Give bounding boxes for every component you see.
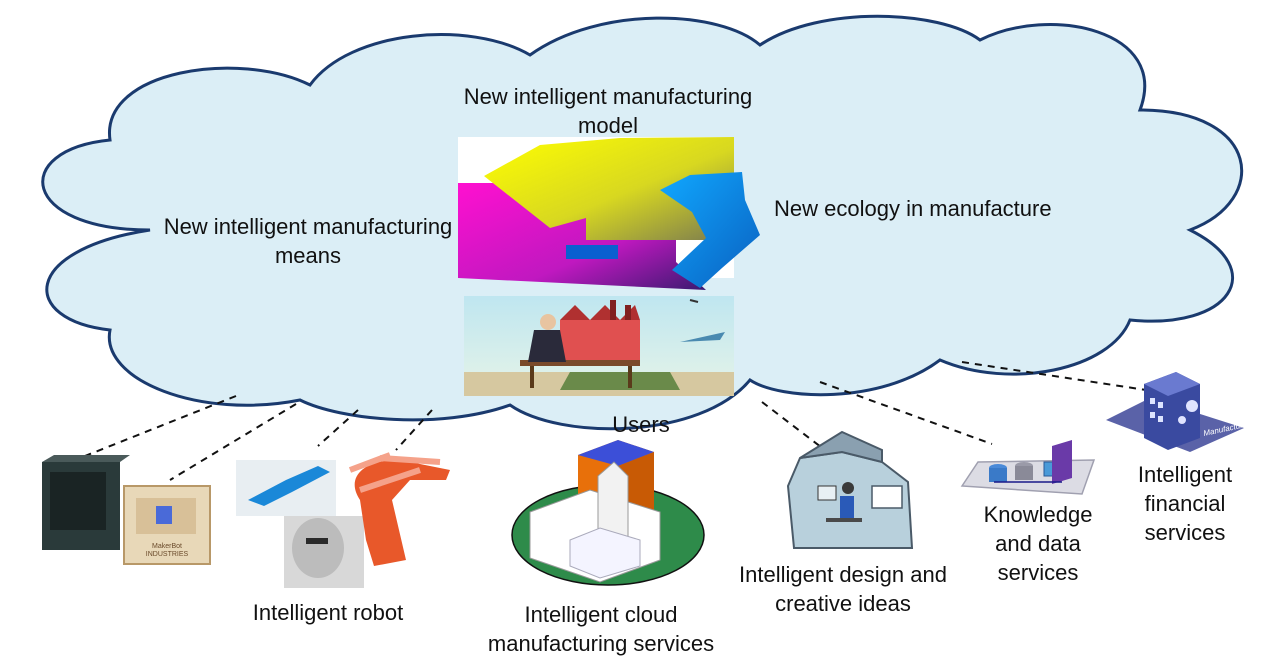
robot-label: Intelligent robot [252,600,404,625]
3d-printer-icon: MakerBot INDUSTRIES [42,455,211,565]
robot-icon [236,452,450,588]
yellow-arrow-icon [484,137,734,240]
cycle-arrows-graphic [458,137,760,290]
printer-brand-line-1: MakerBot [152,543,182,550]
campus-buildings-icon [511,440,705,586]
manufacture-building-icon: Manufacture [1106,372,1248,452]
printer-brand-line-2: INDUSTRIES [146,551,189,558]
house-designer-icon [786,430,914,549]
magenta-arrow-icon [458,183,706,290]
knowledge-label: Knowledge and data services [983,502,1093,585]
means-label: New intelligent manufacturing means [163,214,453,268]
ecology-label: New ecology in manufacture [774,196,1052,221]
users-label: Users [612,412,670,437]
financial-label: Intelligent financial services [1137,462,1233,545]
blue-arrow-icon [660,172,760,288]
database-server-icon [960,440,1096,495]
factory-scene-image [464,296,734,396]
model-label: New intelligent manufacturing model [463,84,753,138]
design-label: Intelligent design and creative ideas [739,562,947,616]
cloud-services-label: Intelligent cloud manufacturing services [487,602,715,656]
